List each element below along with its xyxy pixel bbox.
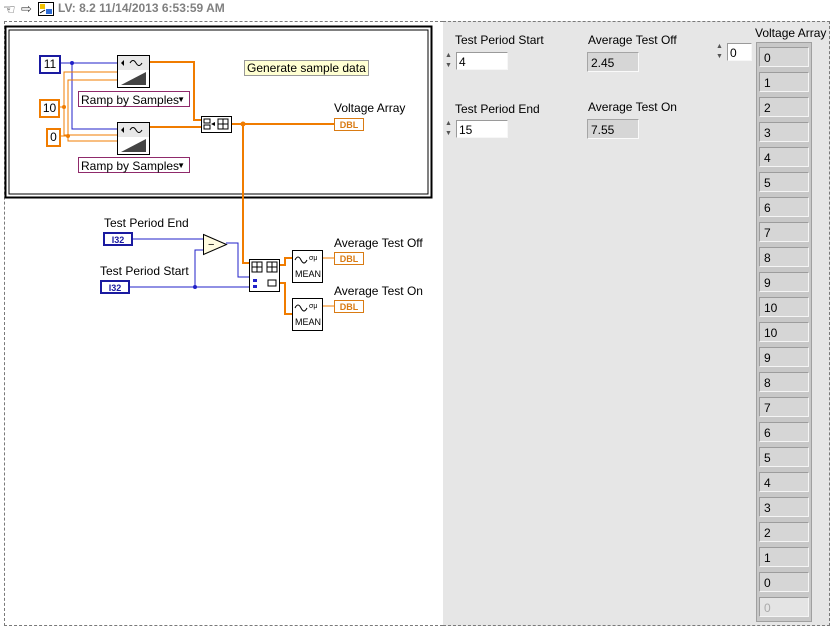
wire-offset-1	[58, 79, 117, 137]
i32-terminal-text: I32	[108, 283, 122, 293]
average-test-off-label: Average Test Off	[334, 236, 423, 250]
voltage-array-element: 4	[759, 147, 809, 167]
voltage-array-fp-label: Voltage Array	[755, 26, 827, 40]
block-diagram-wires: − σμ σμ	[4, 25, 433, 331]
chevron-down-icon: ▼	[177, 161, 185, 170]
svg-text:−: −	[208, 239, 214, 251]
test-period-end-fp-label: Test Period End	[455, 102, 540, 116]
ramp-type-ring-2-label: Ramp by Samples	[81, 159, 180, 173]
voltage-array-element: 7	[759, 222, 809, 242]
voltage-array-element: 0	[759, 572, 809, 592]
vi-icon	[38, 2, 54, 16]
ramp-vi-1	[117, 55, 150, 88]
average-test-on-label: Average Test On	[334, 284, 423, 298]
voltage-array-element: 6	[759, 197, 809, 217]
run-arrow-icon[interactable]: ⇨	[21, 1, 32, 16]
svg-text:σμ: σμ	[309, 255, 317, 262]
voltage-array-empty-element: 0	[759, 597, 809, 617]
voltage-array-element: 1	[759, 547, 809, 567]
dbl-terminal-text: DBL	[339, 302, 359, 312]
average-test-on-terminal[interactable]: DBL	[334, 300, 364, 313]
chevron-down-icon: ▼	[177, 95, 185, 104]
test-period-start-label: Test Period Start	[100, 264, 189, 278]
test-period-end-label: Test Period End	[104, 216, 189, 230]
average-test-off-terminal[interactable]: DBL	[334, 252, 364, 265]
voltage-array-element: 8	[759, 247, 809, 267]
test-period-start-fp-label: Test Period Start	[455, 33, 544, 47]
voltage-array-element: 3	[759, 497, 809, 517]
voltage-array-element: 1	[759, 72, 809, 92]
generate-sample-data-note: Generate sample data	[244, 60, 369, 76]
ramp-vi-2	[117, 122, 150, 155]
voltage-array-element: 0	[759, 47, 809, 67]
toolbar: ☜ ⇨ LV: 8.2 11/14/2013 6:53:59 AM	[0, 0, 833, 18]
wire-amplitude-2	[63, 107, 117, 136]
test-period-end-terminal[interactable]: I32	[103, 232, 133, 246]
subtract-node: −	[203, 233, 228, 256]
voltage-array-label: Voltage Array	[334, 101, 406, 115]
wire-amplitude-1	[58, 71, 117, 108]
voltage-array-element: 9	[759, 272, 809, 292]
offset-constant[interactable]: 0	[46, 128, 61, 147]
voltage-array-element: 8	[759, 372, 809, 392]
voltage-array-element: 5	[759, 172, 809, 192]
average-test-off-indicator: 2.45	[587, 52, 639, 72]
mean-off-text: MEAN	[294, 269, 321, 279]
i32-terminal-text: I32	[111, 235, 125, 245]
average-test-on-indicator: 7.55	[587, 119, 639, 139]
wire-to-array-subset	[242, 124, 249, 264]
mean-node-off: σμ	[292, 250, 323, 283]
voltage-array-element: 5	[759, 447, 809, 467]
average-test-on-fp-label: Average Test On	[588, 100, 677, 114]
wire-subset-off	[279, 257, 292, 266]
svg-text:σμ: σμ	[309, 303, 317, 310]
voltage-array-element: 9	[759, 347, 809, 367]
average-test-off-fp-label: Average Test Off	[588, 33, 677, 47]
voltage-array-index-control[interactable]: ▲▼ 0	[715, 42, 753, 62]
voltage-array-element: 2	[759, 522, 809, 542]
array-subset-node	[249, 259, 280, 292]
samples-constant[interactable]: 11	[39, 55, 61, 74]
test-period-end-control[interactable]: ▲▼ 15	[444, 119, 508, 139]
mean-node-on: σμ	[292, 298, 323, 331]
voltage-array-element: 7	[759, 397, 809, 417]
voltage-array-index-input[interactable]: 0	[727, 43, 752, 61]
mean-on-text: MEAN	[294, 317, 321, 327]
voltage-array-terminal[interactable]: DBL	[334, 118, 364, 131]
voltage-array-element: 10	[759, 322, 809, 342]
amplitude-constant[interactable]: 10	[39, 99, 60, 118]
increment-decrement-icon[interactable]: ▲▼	[445, 120, 452, 137]
voltage-array-element: 4	[759, 472, 809, 492]
wire-ramp1-out	[150, 61, 201, 121]
increment-decrement-icon[interactable]: ▲▼	[445, 52, 452, 69]
ramp-type-ring-1[interactable]: Ramp by Samples ▼	[78, 91, 190, 107]
test-period-start-terminal[interactable]: I32	[100, 280, 130, 294]
voltage-array-element: 10	[759, 297, 809, 317]
hand-tool-icon[interactable]: ☜	[3, 1, 16, 17]
wire-subset-on	[279, 282, 292, 315]
lv-version-text: LV: 8.2 11/14/2013 6:53:59 AM	[58, 1, 225, 15]
voltage-array-element: 2	[759, 97, 809, 117]
sub-diagram-frame	[4, 25, 433, 199]
test-period-start-input[interactable]: 4	[456, 52, 508, 70]
test-period-end-input[interactable]: 15	[456, 120, 508, 138]
wire-samples-2	[71, 63, 117, 130]
wire-offset-2	[67, 136, 117, 142]
ramp-type-ring-2[interactable]: Ramp by Samples ▼	[78, 157, 190, 173]
ramp-type-ring-1-label: Ramp by Samples	[81, 93, 180, 107]
dbl-terminal-text: DBL	[339, 254, 359, 264]
increment-decrement-icon[interactable]: ▲▼	[716, 43, 723, 60]
voltage-array-element: 3	[759, 122, 809, 142]
test-period-start-control[interactable]: ▲▼ 4	[444, 51, 508, 71]
wire-subtract-out	[226, 242, 249, 278]
voltage-array-element: 6	[759, 422, 809, 442]
build-array-node	[201, 116, 232, 133]
dbl-terminal-text: DBL	[339, 120, 359, 130]
